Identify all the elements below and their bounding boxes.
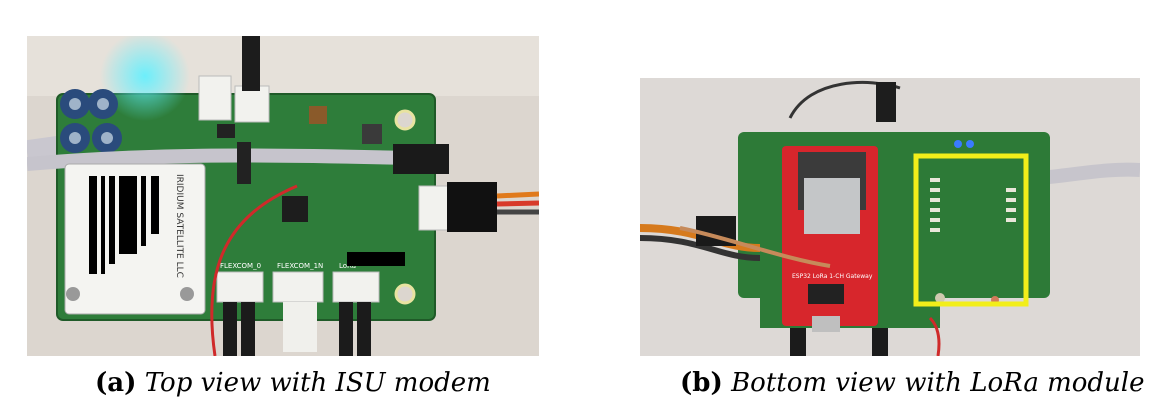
photo-top-view: IRIDIUM SATELLITE LLC FLEXCOM_0 FLEXCOM_… xyxy=(27,36,539,356)
panel-a: IRIDIUM SATELLITE LLC FLEXCOM_0 FLEXCOM_… xyxy=(0,0,560,420)
caption-a-label: (a) xyxy=(95,368,137,398)
photo-bottom-view: ESP32 LoRa 1-CH Gateway xyxy=(640,78,1140,356)
module-label: ESP32 LoRa 1-CH Gateway xyxy=(792,273,873,280)
modem-label: IRIDIUM SATELLITE LLC xyxy=(174,174,184,278)
connector-label-1: FLEXCOM_1N xyxy=(277,262,323,270)
photo-top-view-drawing: IRIDIUM SATELLITE LLC FLEXCOM_0 FLEXCOM_… xyxy=(27,36,539,356)
isu-modem: IRIDIUM SATELLITE LLC xyxy=(64,163,206,315)
caption-a: (a) Top view with ISU modem xyxy=(95,368,491,398)
photo-bottom-view-drawing: ESP32 LoRa 1-CH Gateway xyxy=(640,78,1140,356)
caption-a-text: Top view with ISU modem xyxy=(144,368,491,398)
caption-b-label: (b) xyxy=(680,368,723,398)
redaction-box xyxy=(347,252,405,266)
caption-b-text: Bottom view with LoRa module xyxy=(731,368,1145,398)
capacitors xyxy=(60,89,122,153)
caption-b: (b) Bottom view with LoRa module xyxy=(680,368,1145,398)
lora-module-highlight xyxy=(913,153,1029,307)
led-glow xyxy=(100,36,190,121)
lora-gateway-module: ESP32 LoRa 1-CH Gateway xyxy=(782,146,878,332)
panel-b: ESP32 LoRa 1-CH Gateway xyxy=(600,0,1169,420)
connector-label-0: FLEXCOM_0 xyxy=(220,262,261,270)
